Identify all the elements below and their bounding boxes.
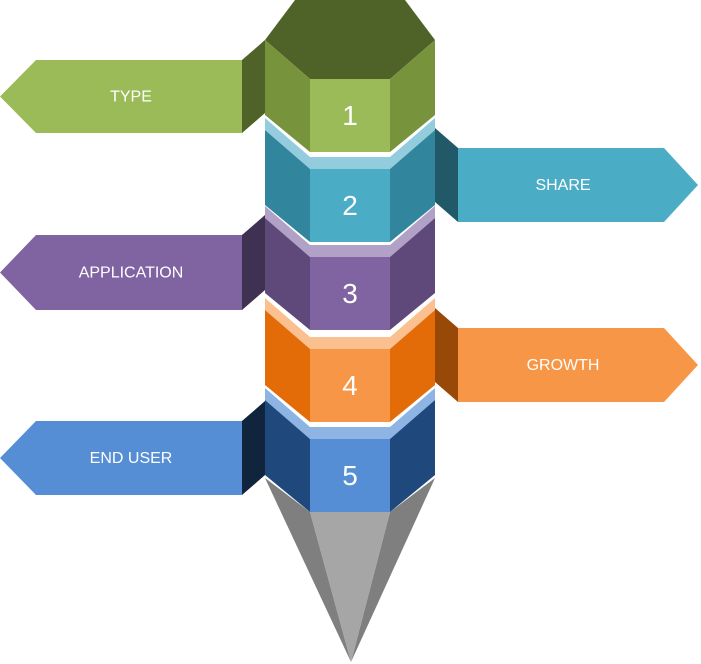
arrow-label: END USER — [90, 450, 173, 467]
segment-5: 5 — [265, 388, 435, 512]
arrow-label: SHARE — [535, 177, 590, 194]
segment-number: 3 — [342, 278, 358, 309]
segment-number: 1 — [342, 100, 358, 131]
segment-top-rim — [265, 388, 435, 439]
arrow-label: APPLICATION — [79, 265, 184, 282]
arrow-body — [0, 421, 242, 495]
arrow-body — [0, 60, 242, 133]
arrow-flap — [435, 128, 458, 222]
segment-right-face — [390, 218, 435, 330]
arrow-label: GROWTH — [527, 357, 600, 374]
arrow-flap — [435, 308, 458, 402]
arrow-flap — [242, 215, 265, 310]
tip-left-face — [265, 478, 351, 662]
segment-left-face — [265, 218, 310, 330]
segment-1: 1 — [265, 0, 435, 152]
segment-left-face — [265, 130, 310, 242]
arrow-application: APPLICATION — [0, 215, 265, 310]
segment-top-rim — [265, 206, 435, 257]
arrow-end-user: END USER — [0, 401, 265, 495]
arrow-share: SHARE — [435, 128, 698, 222]
segment-right-face — [390, 40, 435, 152]
segment-left-face — [265, 40, 310, 152]
segment-4: 4 — [265, 298, 435, 422]
tip-right-face — [351, 478, 435, 662]
segment-top-rim — [265, 118, 435, 169]
segment-top-face — [265, 0, 435, 79]
arrow-body — [458, 148, 698, 222]
segment-3: 3 — [265, 206, 435, 330]
segment-front-face — [310, 79, 390, 152]
segment-front-face — [310, 257, 390, 330]
segment-number: 4 — [342, 370, 358, 401]
arrow-growth: GROWTH — [435, 308, 698, 402]
segment-right-face — [390, 310, 435, 422]
arrow-body — [458, 328, 698, 402]
tip-front-face — [310, 512, 390, 662]
segment-right-face — [390, 130, 435, 242]
arrow-flap — [242, 40, 265, 133]
segment-front-face — [310, 349, 390, 422]
segment-top-rim — [265, 298, 435, 349]
arrow-body — [0, 235, 242, 310]
segment-number: 5 — [342, 460, 358, 491]
segment-front-face — [310, 439, 390, 512]
segment-left-face — [265, 400, 310, 512]
segment-right-face — [390, 400, 435, 512]
segment-left-face — [265, 310, 310, 422]
arrow-flap — [242, 401, 265, 495]
pencil-tip — [265, 478, 435, 662]
segment-2: 2 — [265, 118, 435, 242]
arrow-type: TYPE — [0, 40, 265, 133]
segment-front-face — [310, 169, 390, 242]
segment-number: 2 — [342, 190, 358, 221]
arrow-label: TYPE — [110, 89, 152, 106]
